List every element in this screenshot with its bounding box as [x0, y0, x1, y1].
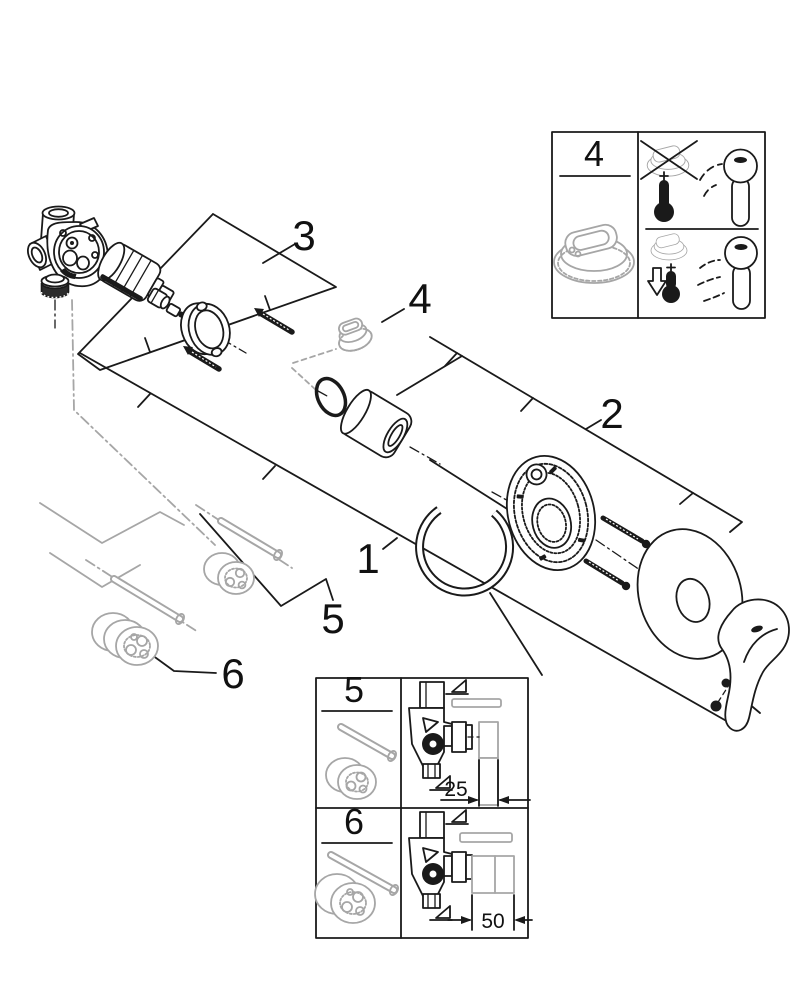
extension-rod-25	[217, 517, 283, 561]
handle-plug-dot	[710, 700, 722, 712]
inset-6-left: 6	[314, 801, 399, 924]
o-ring	[314, 376, 348, 418]
rod-25-icon	[337, 723, 397, 762]
flange-fixing-screws	[183, 308, 295, 372]
hot-thermometer-icon	[654, 171, 674, 222]
dimension-25: 25	[444, 778, 467, 801]
handle-grip-icon	[697, 236, 758, 310]
valve-protection-cap	[40, 273, 70, 299]
functional-unit-plate	[505, 454, 597, 572]
axis-lines	[54, 251, 746, 711]
callout-6: 6	[221, 650, 244, 697]
lever-handle	[710, 598, 790, 732]
callout-leader-4	[381, 308, 405, 323]
callout-bracket-6	[151, 654, 217, 674]
no-cap-icon	[640, 140, 698, 180]
cap-installed-icon	[650, 233, 688, 261]
mounting-flange	[180, 301, 231, 358]
inset-panel-extensions: 5	[314, 669, 533, 939]
callout-2: 2	[600, 390, 623, 437]
stop-cap-icon	[553, 223, 635, 284]
callout-5: 5	[321, 595, 344, 642]
rough-in-valve-body	[27, 205, 109, 288]
cartridge-functional-unit	[97, 241, 175, 303]
inset-5-right: 25	[408, 679, 531, 807]
cartridge-25-icon	[325, 757, 377, 800]
dimension-50: 50	[481, 910, 504, 933]
cartridge-nut	[146, 287, 171, 310]
cartridge-50-icon	[314, 873, 376, 924]
callout-3: 3	[292, 212, 315, 259]
cool-thermometer-icon	[647, 263, 680, 303]
inset-5-left: 5	[321, 669, 397, 800]
inset-5-label: 5	[344, 669, 364, 710]
handle-screw-dot	[721, 678, 731, 688]
callout-bracket-5	[199, 513, 334, 607]
inset-panel-4: 4	[551, 131, 766, 319]
inset-6-right: 50	[408, 809, 533, 933]
extension-cartridge-25	[203, 552, 255, 595]
handle-front-icon	[699, 148, 758, 227]
escutcheon-screws	[583, 515, 651, 591]
callout-4: 4	[408, 275, 431, 322]
escutcheon	[636, 528, 744, 660]
inset-6-label: 6	[344, 801, 364, 842]
extension-cartridge-50	[91, 612, 159, 666]
temperature-stop-cap	[338, 317, 373, 352]
extension-rod-50	[110, 575, 185, 625]
handle-logo-badge	[751, 625, 763, 633]
callout-1: 1	[356, 535, 379, 582]
inset-4-label: 4	[584, 133, 604, 174]
sleeve	[340, 388, 413, 459]
callout-numbers: 1 2 3 4 5 6	[221, 212, 623, 697]
rod-50-icon	[327, 851, 399, 896]
retaining-ring	[415, 506, 515, 597]
